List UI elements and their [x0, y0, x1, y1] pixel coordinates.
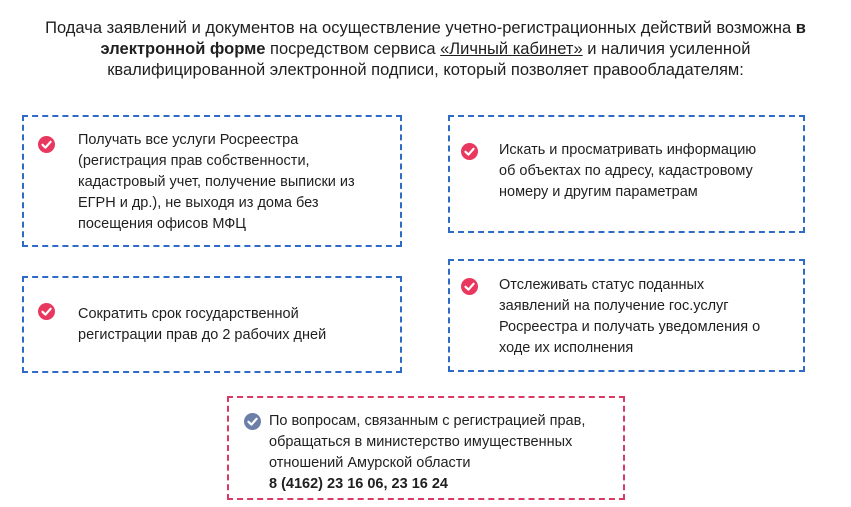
card-line: номеру и другим параметрам — [499, 184, 698, 200]
contact-box: По вопросам, связанным с регистрацией пр… — [227, 396, 625, 500]
card-line: посещения офисов МФЦ — [78, 216, 247, 232]
card-text: Отслеживать статус поданных заявлений на… — [499, 275, 760, 359]
card-text: Получать все услуги Росреестра (регистра… — [78, 130, 355, 235]
check-icon — [38, 136, 55, 153]
card-search: Искать и просматривать информацию об объ… — [448, 115, 805, 233]
contact-phone[interactable]: 8 (4162) 23 16 06, 23 16 24 — [269, 476, 448, 492]
contact-line: По вопросам, связанным с регистрацией пр… — [269, 413, 586, 429]
card-status: Отслеживать статус поданных заявлений на… — [448, 259, 805, 372]
card-line: Сократить срок государственной — [78, 306, 299, 322]
card-text: Искать и просматривать информацию об объ… — [499, 140, 756, 203]
card-line: ЕГРН и др.), не выходя из дома без — [78, 195, 319, 211]
card-text: Сократить срок государственной регистрац… — [78, 304, 326, 346]
card-line: регистрации прав до 2 рабочих дней — [78, 327, 327, 343]
card-line: Искать и просматривать информацию — [499, 142, 757, 158]
intro-part1: Подача заявлений и документов на осущест… — [45, 19, 796, 37]
card-line: Получать все услуги Росреестра — [78, 132, 299, 148]
contact-line: отношений Амурской области — [269, 455, 471, 471]
card-line: заявлений на получение гос.услуг — [499, 298, 729, 314]
check-icon — [244, 413, 261, 430]
card-line: об объектах по адресу, кадастровому — [499, 163, 753, 179]
card-line: (регистрация прав собственности, — [78, 153, 310, 169]
card-line: Росреестра и получать уведомления о — [499, 319, 761, 335]
intro-bold: в электронной форме — [100, 19, 806, 58]
intro-part3: и наличия усиленной квалифицированной эл… — [107, 40, 751, 79]
check-icon — [461, 278, 478, 295]
card-term: Сократить срок государственной регистрац… — [22, 276, 402, 373]
contact-text: По вопросам, связанным с регистрацией пр… — [269, 411, 585, 495]
contact-line: обращаться в министерство имущественных — [269, 434, 573, 450]
card-line: ходе их исполнения — [499, 340, 634, 356]
personal-account-link[interactable]: «Личный кабинет» — [440, 40, 583, 58]
card-line: кадастровый учет, получение выписки из — [78, 174, 355, 190]
card-line: Отслеживать статус поданных — [499, 277, 705, 293]
intro-text: Подача заявлений и документов на осущест… — [40, 18, 811, 81]
intro-part2: посредством сервиса — [265, 40, 441, 58]
check-icon — [38, 303, 55, 320]
card-services: Получать все услуги Росреестра (регистра… — [22, 115, 402, 247]
check-icon — [461, 143, 478, 160]
